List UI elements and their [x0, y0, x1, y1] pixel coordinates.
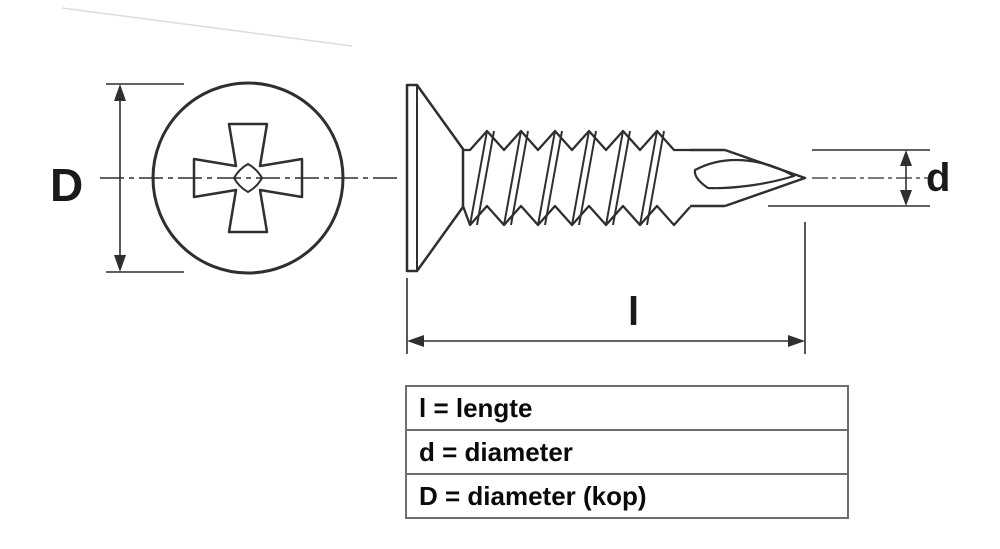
- phillips-recess-center: [232, 162, 264, 194]
- dimension-d-arrow: [768, 149, 930, 207]
- dimension-l-arrow: [406, 222, 806, 354]
- thread-bottom-profile: [461, 204, 691, 227]
- screw-side-view: [405, 83, 807, 273]
- drill-point-flute: [693, 158, 796, 190]
- screw-head-outline: [151, 81, 345, 275]
- head-front-view: [100, 81, 400, 275]
- scan-artifact-line: [61, 7, 353, 47]
- label-shaft-diameter: d: [926, 156, 951, 200]
- label-head-diameter: D: [50, 159, 84, 211]
- drill-point: [724, 148, 807, 208]
- legend-row-diameter: d = diameter: [407, 431, 847, 475]
- dimension-D-arrow: [106, 83, 184, 273]
- legend-row-head-diameter: D = diameter (kop): [419, 481, 647, 511]
- legend-table: l = lengte d = diameter D = diameter (ko…: [405, 385, 849, 519]
- countersunk-head: [405, 83, 465, 273]
- thread-helix-lines: [469, 130, 665, 226]
- phillips-recess-cross: [192, 122, 304, 234]
- legend-row-length: l = lengte: [407, 387, 847, 431]
- label-length: l: [628, 290, 640, 334]
